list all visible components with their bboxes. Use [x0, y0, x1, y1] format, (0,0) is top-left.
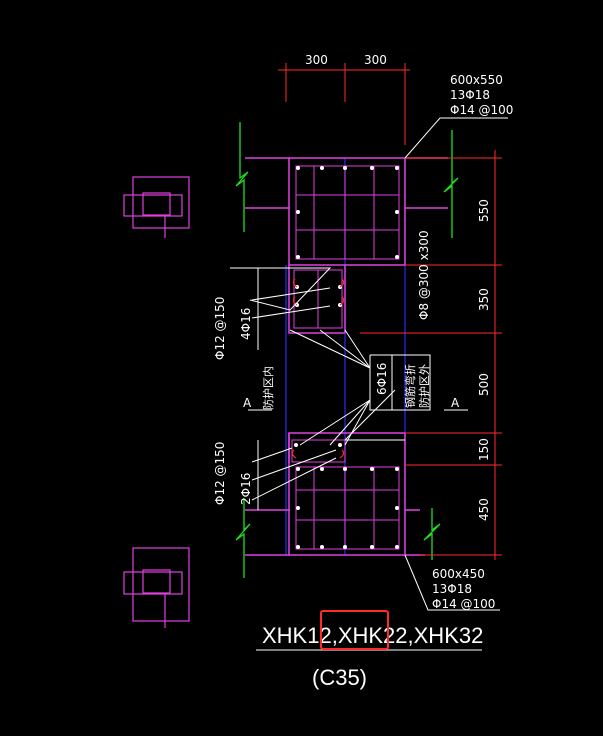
upper-left-bars: 4Φ16 — [239, 308, 253, 340]
tie-bars: Φ8 @300 x300 — [417, 230, 431, 320]
top-section-main-bars: 13Φ18 — [450, 88, 490, 102]
rebar-leaders — [230, 267, 431, 510]
rebar-dots — [294, 166, 399, 549]
concrete-grade: (C35) — [312, 665, 367, 690]
top-section-stirrups: Φ14 @100 — [450, 103, 513, 117]
outer-face-label-1: 钢筋弯折 — [403, 364, 417, 408]
dim-right-4: 150 — [477, 438, 491, 461]
rebar-cage-top — [295, 165, 400, 260]
right-dimension — [360, 150, 502, 560]
top-dimension — [278, 63, 410, 145]
bottom-section-main-bars: 13Φ18 — [432, 582, 472, 596]
dim-right-2: 350 — [477, 288, 491, 311]
lower-left-stirrups: Φ12 @150 — [213, 442, 227, 505]
bottom-section-leader — [404, 554, 500, 611]
dim-top-right: 300 — [364, 53, 387, 67]
upper-left-stirrups: Φ12 @150 — [213, 297, 227, 360]
dim-right-5: 450 — [477, 498, 491, 521]
section-label-a-right: A — [451, 396, 460, 410]
plan-symbol-bottom — [123, 547, 190, 628]
dim-top-left: 300 — [305, 53, 328, 67]
section-label-a-left: A — [243, 396, 252, 410]
plan-symbol-top — [123, 176, 190, 238]
member-ids: XHK12,XHK22,XHK32 — [262, 623, 483, 648]
lower-left-bars: 2Φ16 — [239, 473, 253, 505]
center-bars: 6Φ16 — [375, 363, 389, 395]
bottom-section-stirrups: Φ14 @100 — [432, 597, 495, 611]
rebar-cage-bottom — [295, 466, 400, 550]
section-break-lines — [235, 122, 459, 578]
bottom-section-size: 600x450 — [432, 567, 485, 581]
inner-face-label: 防护区内 — [261, 366, 275, 410]
hook-bars — [291, 278, 345, 459]
top-section-size: 600x550 — [450, 73, 503, 87]
top-section-leader — [404, 117, 508, 159]
highlight-box — [320, 610, 389, 650]
dim-right-1: 550 — [477, 199, 491, 222]
dim-right-3: 500 — [477, 373, 491, 396]
outer-face-label-2: 防护区外 — [417, 364, 431, 408]
